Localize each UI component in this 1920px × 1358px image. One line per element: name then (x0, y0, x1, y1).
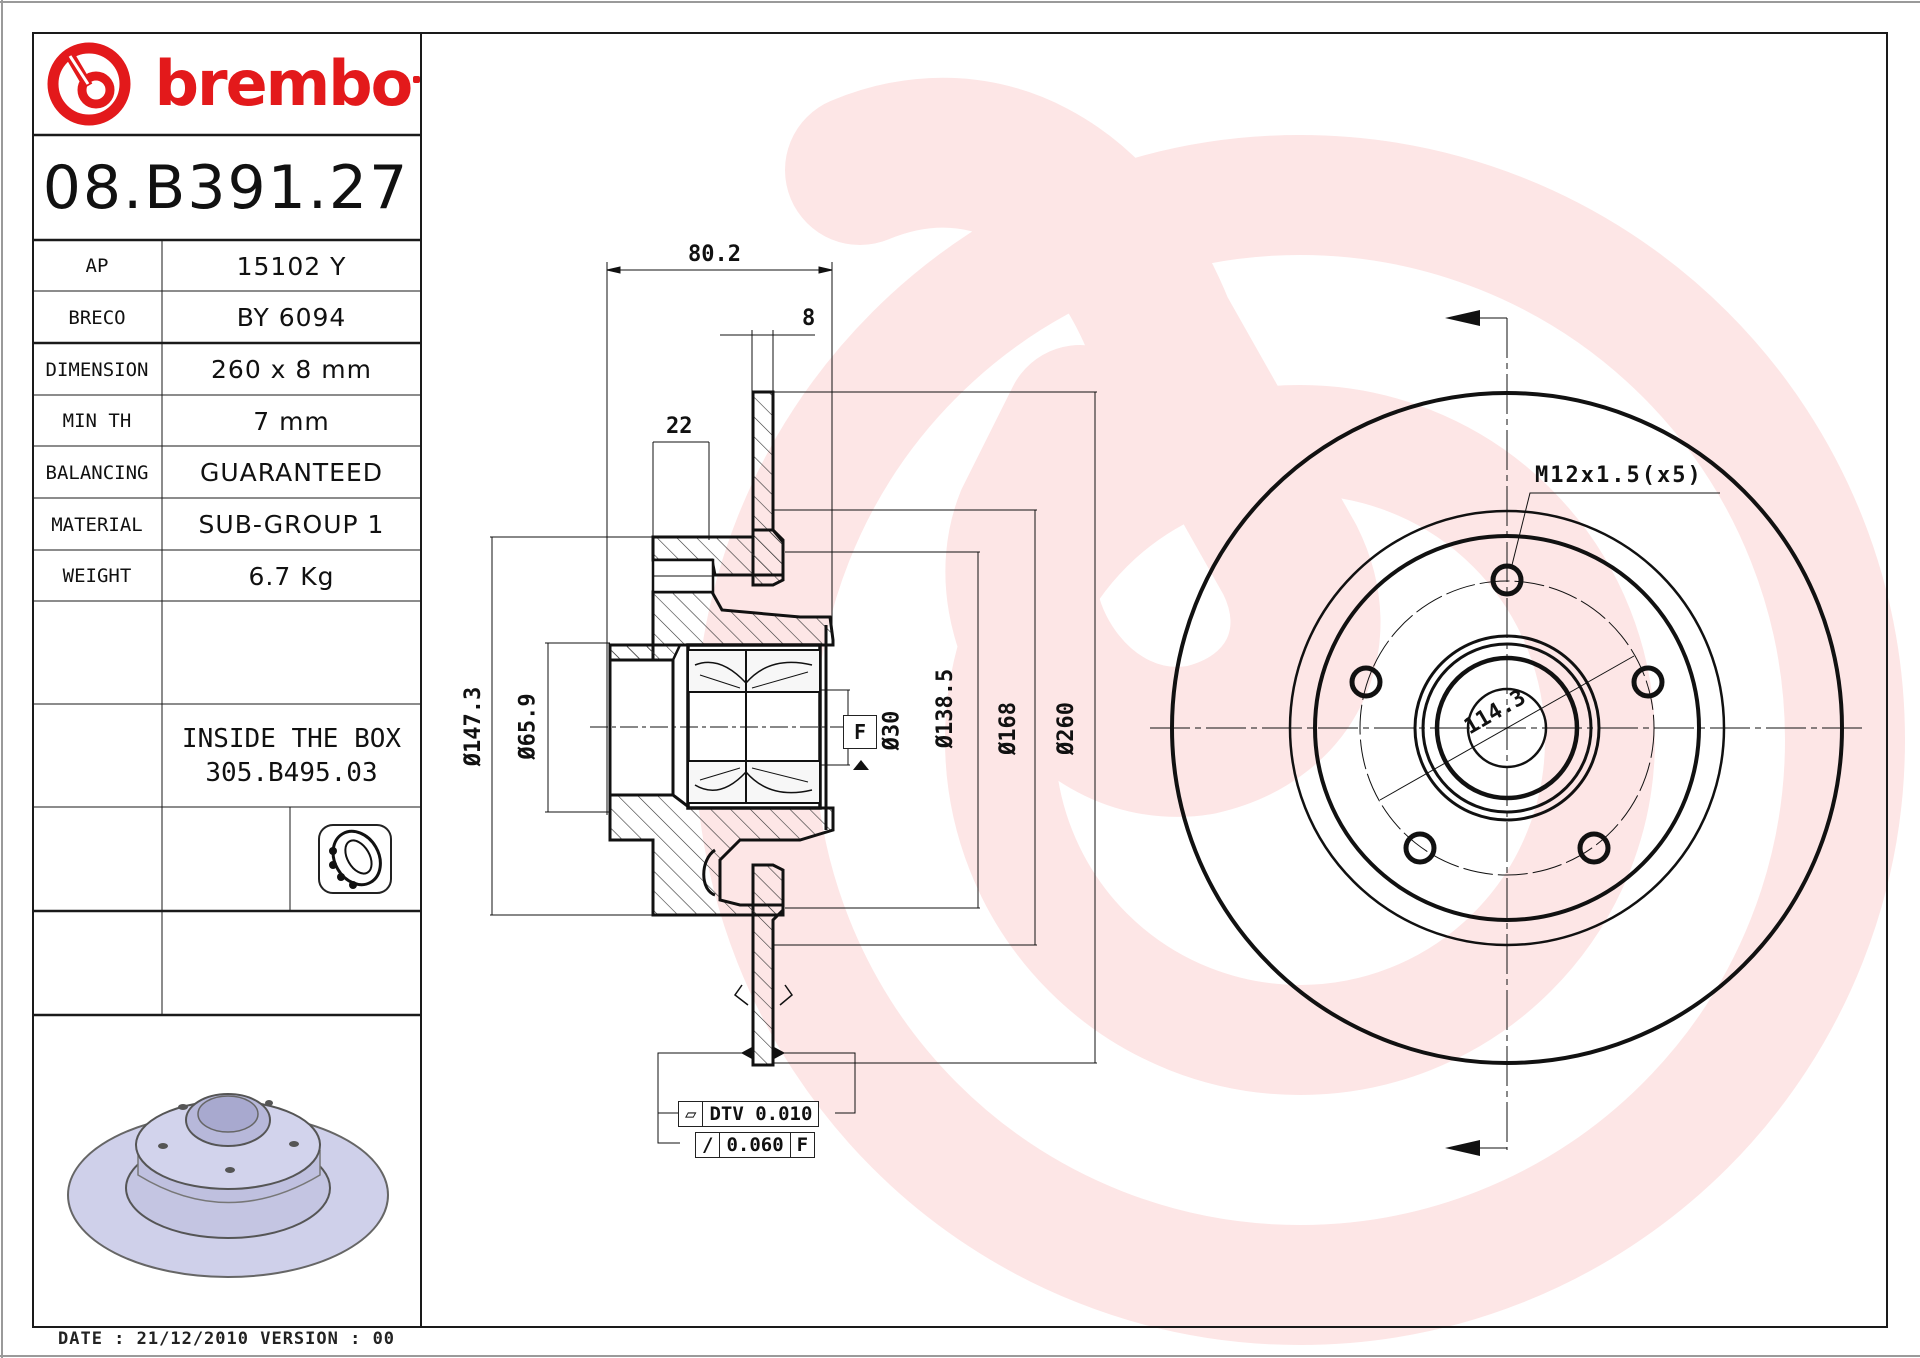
page-border-bottom (0, 1355, 1920, 1357)
spec-label: WEIGHT (62, 565, 132, 587)
datum-f-box: F (843, 715, 877, 749)
dim-d168: Ø168 (995, 702, 1021, 755)
tolerance-runout-datum: F (796, 1134, 809, 1156)
flatness-icon: ▱ (679, 1102, 704, 1126)
brand-registered-dot (413, 75, 420, 83)
spec-label: DIMENSION (45, 358, 149, 381)
brand-wordmark: brembo (154, 47, 414, 120)
spec-value: 15102 Y (236, 251, 347, 281)
spec-label: BRECO (68, 306, 126, 329)
runout-icon: / (696, 1133, 721, 1157)
brembo-logo-icon (47, 42, 131, 126)
left-panel-grid (32, 133, 420, 1017)
spec-value: BY 6094 (236, 303, 347, 332)
inside-the-box: INSIDE THE BOX 305.B495.03 (163, 705, 420, 807)
tolerance-dtv-value: DTV 0.010 (709, 1103, 813, 1125)
disc-render-image (67, 1093, 389, 1278)
section-view (490, 262, 1097, 1144)
dim-d147: Ø147.3 (461, 686, 487, 767)
tolerance-runout: / 0.060 F (695, 1132, 816, 1158)
inside-box-part: 305.B495.03 (205, 758, 378, 788)
dim-d65: Ø65.9 (515, 693, 541, 760)
dim-d260: Ø260 (1053, 702, 1079, 755)
title-block (32, 32, 422, 1326)
spec-value: SUB-GROUP 1 (198, 510, 385, 539)
spec-value: GUARANTEED (199, 458, 384, 487)
spec-value: 260 x 8 mm (211, 355, 372, 384)
tolerance-dtv: ▱ DTV 0.010 (678, 1101, 820, 1127)
tolerance-runout-value: 0.060 (720, 1133, 791, 1157)
spec-value: 6.7 Kg (248, 561, 335, 591)
spec-value: 7 mm (253, 406, 330, 436)
spec-label: AP (85, 255, 109, 277)
thread-spec-label: M12x1.5(x5) (1535, 463, 1703, 488)
bearing-kit-icon (318, 824, 392, 894)
dim-flange-width: 22 (666, 414, 693, 439)
inside-box-title: INSIDE THE BOX (181, 724, 402, 754)
dim-d138: Ø138.5 (933, 668, 959, 749)
part-number: 08.B391.27 (42, 153, 410, 223)
front-view (1150, 310, 1865, 1156)
bolt-holes (1349, 563, 1665, 865)
spec-label: MIN TH (62, 410, 132, 432)
page-border-top (0, 1, 1920, 3)
dim-overall-width: 80.2 (688, 242, 741, 267)
spec-label: MATERIAL (51, 513, 143, 536)
drawing-frame (32, 32, 1888, 1328)
dim-disc-thickness: 8 (802, 306, 816, 331)
spec-label: BALANCING (45, 461, 149, 484)
dim-d30: Ø30 (879, 710, 905, 751)
page-border-left (1, 0, 3, 1358)
date-version: DATE : 21/12/2010 VERSION : 00 (58, 1329, 396, 1349)
brand-logo: brembo (32, 34, 420, 134)
